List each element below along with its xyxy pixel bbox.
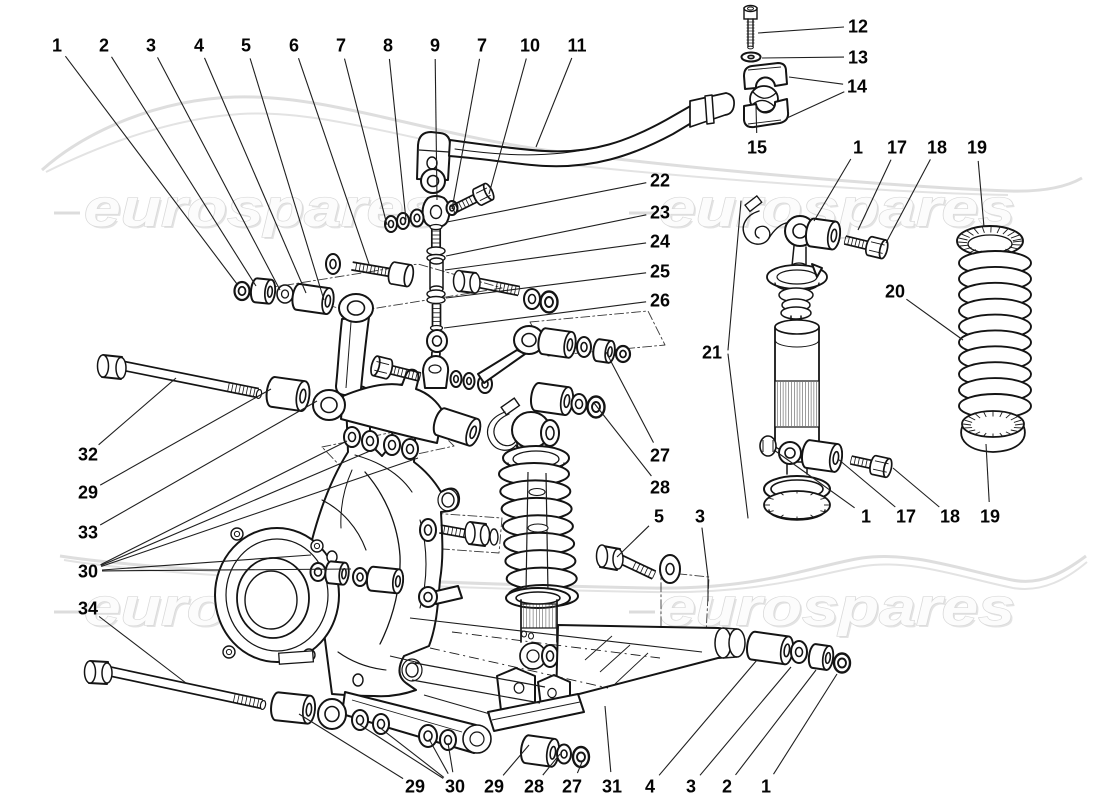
svg-text:eurospares: eurospares	[659, 179, 1015, 238]
svg-text:7: 7	[336, 36, 346, 56]
svg-text:34: 34	[78, 599, 98, 619]
svg-text:13: 13	[848, 48, 868, 68]
svg-text:4: 4	[645, 777, 655, 797]
svg-text:30: 30	[445, 777, 465, 797]
svg-text:15: 15	[747, 138, 767, 158]
svg-text:10: 10	[520, 36, 540, 56]
svg-text:8: 8	[383, 36, 393, 56]
svg-text:17: 17	[887, 138, 907, 158]
svg-text:21: 21	[702, 343, 722, 363]
svg-text:1: 1	[853, 138, 863, 158]
svg-text:22: 22	[650, 171, 670, 191]
svg-text:33: 33	[78, 523, 98, 543]
svg-text:1: 1	[761, 777, 771, 797]
svg-text:27: 27	[650, 446, 670, 466]
svg-text:5: 5	[241, 36, 251, 56]
svg-text:29: 29	[484, 777, 504, 797]
svg-text:18: 18	[927, 138, 947, 158]
svg-text:1: 1	[861, 507, 871, 527]
svg-text:2: 2	[722, 777, 732, 797]
svg-text:28: 28	[650, 478, 670, 498]
svg-text:3: 3	[146, 36, 156, 56]
svg-text:32: 32	[78, 445, 98, 465]
svg-text:11: 11	[567, 36, 586, 56]
svg-text:1: 1	[52, 36, 62, 56]
svg-text:3: 3	[695, 507, 705, 527]
svg-text:eurospares: eurospares	[86, 181, 442, 240]
svg-text:5: 5	[654, 507, 664, 527]
svg-text:26: 26	[650, 291, 670, 311]
svg-text:18: 18	[940, 507, 960, 527]
svg-text:12: 12	[848, 17, 868, 37]
svg-text:31: 31	[602, 777, 622, 797]
svg-text:4: 4	[194, 36, 204, 56]
svg-text:eurospares: eurospares	[84, 179, 440, 238]
svg-text:7: 7	[477, 36, 487, 56]
svg-text:29: 29	[405, 777, 425, 797]
svg-text:25: 25	[650, 262, 670, 282]
svg-text:24: 24	[650, 232, 670, 252]
svg-text:20: 20	[885, 282, 905, 302]
svg-text:30: 30	[78, 562, 98, 582]
svg-text:29: 29	[78, 483, 98, 503]
svg-text:17: 17	[896, 507, 916, 527]
svg-text:3: 3	[686, 777, 696, 797]
svg-text:19: 19	[967, 138, 987, 158]
svg-text:6: 6	[289, 36, 299, 56]
svg-text:14: 14	[847, 77, 867, 97]
svg-text:23: 23	[650, 203, 670, 223]
svg-text:2: 2	[99, 36, 109, 56]
svg-text:19: 19	[980, 507, 1000, 527]
svg-text:27: 27	[562, 777, 582, 797]
svg-text:28: 28	[524, 777, 544, 797]
svg-text:9: 9	[430, 36, 440, 56]
